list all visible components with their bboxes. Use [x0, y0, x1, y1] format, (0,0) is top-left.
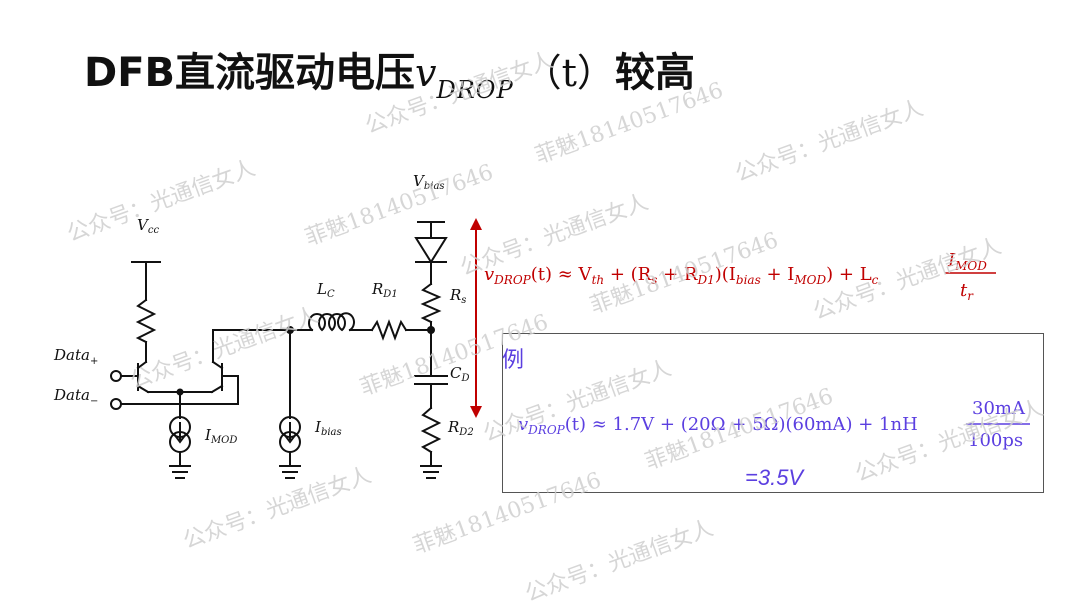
data-plus-label: Data+	[53, 346, 98, 367]
formula-fraction-denominator: tr	[960, 280, 974, 303]
rd1-label: RD1	[371, 280, 398, 300]
title-variable-subscript: DROP	[436, 76, 514, 104]
vcc-label: Vcc	[137, 216, 159, 236]
slide-title: DFB直流驱动电压 v DROP （t） 较高	[84, 40, 695, 104]
vcc-resistor	[135, 298, 157, 344]
formula-lhs: vDROP(t) ≈ Vth + (Rs + RD1)(Ibias + IMOD…	[484, 264, 879, 287]
inductor-lc	[308, 312, 355, 332]
example-formula-main: vDROP(t) ≈ 1.7V + (20Ω + 5Ω)(60mA) + 1nH	[518, 414, 918, 437]
title-prefix: DFB直流驱动电压	[84, 50, 416, 96]
example-formula: vDROP(t) ≈ 1.7V + (20Ω + 5Ω)(60mA) + 1nH…	[518, 398, 1030, 451]
laser-diode	[414, 237, 448, 264]
imod-label: IMOD	[204, 426, 237, 446]
title-variable: v	[415, 51, 437, 95]
resistor-rd2	[420, 406, 442, 454]
data-minus-terminal	[110, 398, 122, 410]
formula-fraction-numerator: IMOD	[947, 250, 987, 273]
example-box	[502, 333, 1044, 493]
ibias-label: Ibias	[314, 418, 342, 438]
example-fraction-denominator: 100ps	[968, 430, 1023, 451]
drop-voltage-formula: vDROP(t) ≈ Vth + (Rs + RD1)(Ibias + IMOD…	[484, 250, 996, 303]
vbias-label: Vbias	[413, 172, 445, 192]
data-minus-label: Data−	[53, 386, 98, 407]
voltage-drop-arrow	[470, 218, 482, 418]
example-fraction-numerator: 30mA	[972, 398, 1026, 419]
resistor-rd1	[370, 319, 408, 341]
cd-label: CD	[450, 364, 470, 384]
rs-label: Rs	[449, 286, 466, 306]
rd2-label: RD2	[447, 418, 474, 438]
node-lc	[286, 326, 294, 334]
node-laser	[427, 326, 435, 334]
title-suffix: 较高	[614, 50, 695, 96]
lc-label: LC	[316, 280, 335, 300]
data-plus-terminal	[110, 370, 122, 382]
title-argument: （t）	[523, 51, 615, 95]
example-label: 例	[502, 348, 525, 373]
example-result: =3.5V	[745, 465, 804, 490]
resistor-rs	[420, 282, 442, 324]
